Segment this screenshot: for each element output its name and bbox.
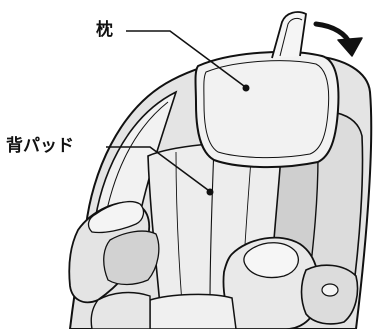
leader-line-back-pad: [106, 146, 209, 191]
leader-dot-back-pad: [206, 188, 214, 196]
left-armrest-top: [87, 200, 145, 234]
arrow-head: [337, 37, 363, 57]
pillow-piping: [203, 60, 330, 159]
leader-dot-pillow: [242, 84, 250, 92]
pillow-label: 枕: [96, 20, 113, 40]
back-pad-seam-left: [175, 151, 183, 305]
seat-front: [149, 293, 237, 330]
pillow: [194, 50, 340, 169]
left-armrest-panel: [103, 230, 160, 286]
pillow-strap-inner: [279, 17, 303, 57]
back-pad-seam: [209, 145, 215, 305]
pillow-strap: [271, 11, 307, 59]
leader-line-pillow: [126, 30, 245, 87]
control-knob: [321, 283, 339, 297]
right-armrest-roller: [243, 242, 299, 279]
back-pad-label: 背パッド: [6, 136, 74, 156]
